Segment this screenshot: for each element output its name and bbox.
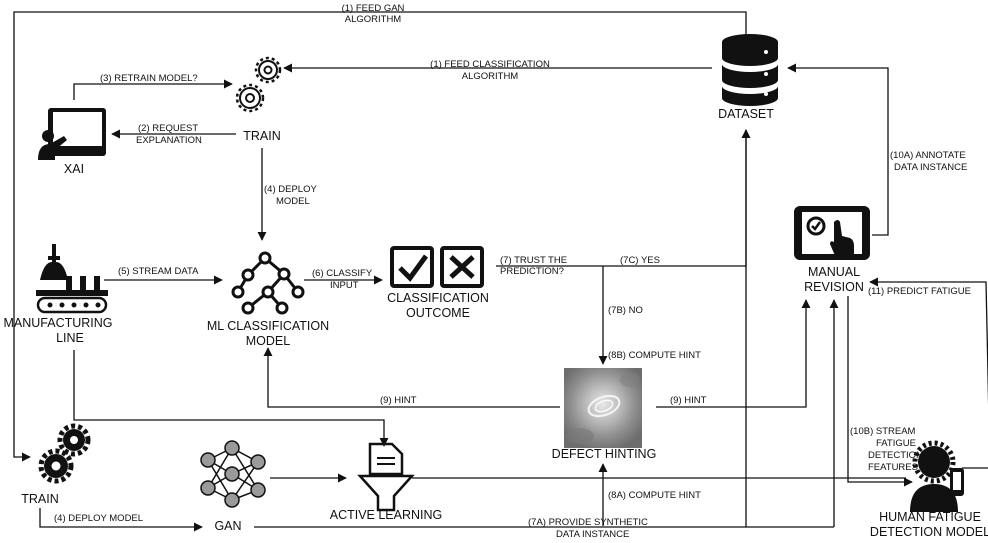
manual-revision-label-1: MANUAL [808, 265, 860, 279]
edge-labels: (1) FEED GAN ALGORITHM (1) FEED CLASSIFI… [54, 3, 971, 540]
fatigue-model-label-1: HUMAN FATIGUE [879, 510, 981, 524]
trust-label-1: (7) TRUST THE [500, 255, 567, 266]
stream-fatigue-label-1: (10B) STREAM [850, 426, 916, 437]
manufacturing-line-label-1: MANUFACTURING [3, 316, 112, 330]
ml-model-label-2: MODEL [246, 334, 291, 348]
fatigue-model-label-2: DETECTION MODEL [870, 525, 988, 539]
annotate-label-2: DATA INSTANCE [894, 162, 967, 173]
stream-fatigue-label-3: DETECTION [868, 450, 923, 461]
manual-revision-label-2: REVISION [804, 280, 864, 294]
classification-outcome-label-1: CLASSIFICATION [387, 291, 489, 305]
gears-icon [235, 56, 282, 113]
active-learning-label: ACTIVE LEARNING [330, 508, 443, 522]
feed-gan-label-1: (1) FEED GAN [342, 3, 405, 14]
xai-label: XAI [64, 162, 84, 176]
hint-left-label: (9) HINT [380, 395, 417, 406]
yes-label: (7C) YES [620, 255, 660, 266]
edge-hint-right [656, 299, 811, 408]
check-box-icon [390, 246, 434, 288]
provide-synthetic-label-2: DATA INSTANCE [556, 529, 629, 540]
tablet-touch-icon [794, 206, 870, 260]
deploy-model-label-2: MODEL [276, 196, 310, 207]
hint-right-label: (9) HINT [670, 395, 707, 406]
edge-deploy-model-bottom [39, 508, 203, 532]
feed-gan-label-2: ALGORITHM [345, 14, 402, 25]
presenter-icon [38, 108, 106, 160]
gears-filled-icon [38, 423, 91, 484]
edge-hint-left [263, 347, 560, 408]
edge-retrain [73, 79, 233, 100]
manufacturing-line-label-2: LINE [56, 331, 84, 345]
feed-classification-label-1: (1) FEED CLASSIFICATION [430, 59, 550, 70]
edge-annotate [787, 63, 889, 236]
train-bottom-label: TRAIN [21, 492, 59, 506]
request-explanation-label-2: EXPLANATION [136, 135, 202, 146]
annotate-label-1: (10A) ANNOTATE [890, 150, 966, 161]
database-icon [722, 34, 778, 106]
fatigued-person-icon [910, 440, 964, 512]
classify-input-label-2: INPUT [330, 280, 359, 291]
factory-robot-icon [36, 244, 108, 314]
feed-classification-label-2: ALGORITHM [462, 71, 519, 82]
train-top-label: TRAIN [243, 129, 281, 143]
edge-stream-fatigue [847, 296, 913, 487]
edge-predict-fatigue [869, 277, 988, 469]
stream-fatigue-label-4: FEATURES [868, 462, 918, 473]
request-explanation-label-1: (2) REQUEST [138, 123, 198, 134]
trust-label-2: PREDICTION? [500, 266, 564, 277]
edges [13, 11, 988, 532]
stream-fatigue-label-2: FATIGUE [876, 438, 916, 449]
predict-fatigue-label: (11) PREDICT FATIGUE [868, 286, 971, 297]
edge-feed-gan [13, 11, 747, 462]
classify-input-label-1: (6) CLASSIFY [312, 268, 373, 279]
gan-label: GAN [214, 519, 241, 533]
compute-hint-a-label: (8A) COMPUTE HINT [608, 490, 701, 501]
no-label: (7B) NO [608, 305, 643, 316]
retrain-label: (3) RETRAIN MODEL? [100, 73, 198, 84]
neural-network-icon [200, 440, 266, 508]
dataset-label: DATASET [718, 107, 774, 121]
edge-line-to-active-learning [73, 350, 389, 447]
edge-yes [496, 129, 751, 267]
stream-data-label: (5) STREAM DATA [118, 266, 199, 277]
deploy-model-label-1: (4) DEPLOY [264, 184, 317, 195]
cross-box-icon [440, 246, 484, 288]
ml-model-label-1: ML CLASSIFICATION [207, 319, 329, 333]
provide-synthetic-label-1: (7A) PROVIDE SYNTHETIC [528, 517, 648, 528]
document-filter-icon [357, 442, 415, 512]
classification-outcome-label-2: OUTCOME [406, 306, 470, 320]
compute-hint-b-label: (8B) COMPUTE HINT [608, 350, 701, 361]
defect-hinting-label: DEFECT HINTING [552, 447, 657, 461]
node-labels: DATASET TRAIN XAI MANUFACTURING LINE ML … [3, 107, 988, 539]
deploy-model-bottom-label: (4) DEPLOY MODEL [54, 513, 143, 524]
tree-network-icon [231, 251, 305, 315]
defect-heatmap-image [564, 368, 642, 448]
